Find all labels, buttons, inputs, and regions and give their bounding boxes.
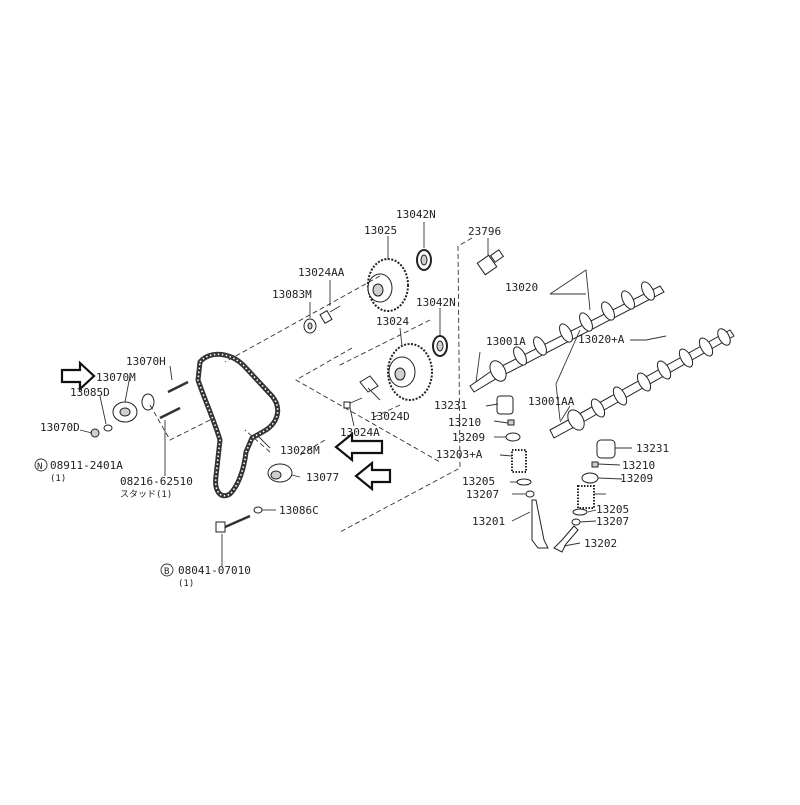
- label-13209-left: 13209: [452, 431, 485, 444]
- seal-13207-left: [525, 490, 535, 498]
- label-13231-right: 13231: [636, 442, 669, 455]
- label-08911-2401A: 08911-2401A: [50, 459, 123, 472]
- label-13024: 13024: [376, 315, 409, 328]
- seat-13205-left: [516, 478, 532, 486]
- plate-13024D: [359, 375, 379, 393]
- retainer-13209-left: [505, 432, 521, 442]
- label-13024D: 13024D: [370, 410, 410, 423]
- label-13210-right: 13210: [622, 459, 655, 472]
- oil-seal-13042N-top: [416, 249, 432, 271]
- spring-13203: [577, 485, 595, 509]
- valve-train-left: [496, 395, 549, 549]
- nut-13070D: [90, 428, 100, 438]
- retainer-13209-right: [581, 472, 599, 484]
- bolt-08041-07010: [215, 514, 251, 533]
- highlight-arrow-13028M: [334, 431, 384, 463]
- label-13070M: 13070M: [96, 371, 136, 384]
- leader-lines: [79, 222, 667, 566]
- shim-13210-right: [591, 461, 599, 468]
- camshaft-13020: [469, 281, 665, 393]
- idler-pulley-13077: [267, 463, 293, 483]
- label-13207-left: 13207: [466, 488, 499, 501]
- label-13020A: 13020+A: [578, 333, 625, 346]
- label-13207-right: 13207: [596, 515, 629, 528]
- label-13024AA: 13024AA: [298, 266, 345, 279]
- label-13201: 13201: [472, 515, 505, 528]
- cam-sprocket-13025: [367, 258, 409, 312]
- label-13231-left: 13231: [434, 399, 467, 412]
- label-13025: 13025: [364, 224, 397, 237]
- spacer-13070H: [141, 393, 155, 411]
- valve-13201: [531, 499, 549, 549]
- label-13205-right: 13205: [596, 503, 629, 516]
- label-13070H: 13070H: [126, 355, 166, 368]
- label-13205-left: 13205: [462, 475, 495, 488]
- label-13209-right: 13209: [620, 472, 653, 485]
- label-13028M: 13028M: [280, 444, 320, 457]
- valve-13202: [553, 525, 579, 553]
- oil-seal-13042N-mid: [432, 335, 448, 357]
- valve-train-right: [553, 439, 616, 553]
- label-13001A: 13001A: [486, 335, 526, 348]
- washer-13086C: [253, 506, 263, 514]
- label-08911-qty: (1): [50, 474, 66, 484]
- label-13077: 13077: [306, 471, 339, 484]
- washer-13083M: [303, 318, 317, 334]
- highlight-arrow-13077: [354, 460, 392, 492]
- symbol-circle-B: [160, 563, 174, 577]
- cam-sprocket-13024: [387, 343, 433, 401]
- label-13070D: 13070D: [40, 421, 80, 434]
- shim-13210-left: [507, 419, 515, 426]
- seal-13207-right: [571, 518, 581, 526]
- label-13210-left: 13210: [448, 416, 481, 429]
- spring-13203A: [511, 449, 527, 473]
- lifter-13231-right: [596, 439, 616, 459]
- symbol-N: N: [37, 462, 42, 472]
- seat-13205-right: [572, 508, 588, 516]
- label-08041-qty: (1): [178, 579, 194, 589]
- label-13203A: 13203+A: [436, 448, 483, 461]
- stud-08216: [159, 406, 181, 420]
- assembly-guide-lines: [149, 237, 473, 533]
- symbol-B: B: [164, 567, 169, 577]
- label-08041-07010: 08041-07010: [178, 564, 251, 577]
- label-08216-62510: 08216-62510: [120, 475, 193, 488]
- washer-13085D: [103, 424, 113, 432]
- camshaft-13020A: [549, 328, 735, 439]
- lifter-13231-left: [496, 395, 514, 415]
- sensor-23796: [476, 249, 505, 276]
- label-13024A: 13024A: [340, 426, 380, 439]
- label-13001AA: 13001AA: [528, 395, 575, 408]
- label-13085D: 13085D: [70, 386, 110, 399]
- label-13202: 13202: [584, 537, 617, 550]
- label-13042N-mid: 13042N: [416, 296, 456, 309]
- timing-belt: [195, 351, 281, 499]
- label-13020: 13020: [505, 281, 538, 294]
- highlight-arrow-13070M: [60, 360, 96, 392]
- stud-13070H: [167, 380, 189, 394]
- label-23796: 23796: [468, 225, 501, 238]
- label-13086C: 13086C: [279, 504, 319, 517]
- label-13042N-top: 13042N: [396, 208, 436, 221]
- bolt-13024A: [343, 397, 363, 409]
- symbol-circle-N: [34, 458, 48, 472]
- bolt-13024AA: [319, 305, 341, 325]
- label-13083M: 13083M: [272, 288, 312, 301]
- part-labels: 13042N 13025 23796 13024AA 13020 13083M …: [37, 208, 669, 589]
- label-08216-note: スタッド(1): [120, 489, 172, 500]
